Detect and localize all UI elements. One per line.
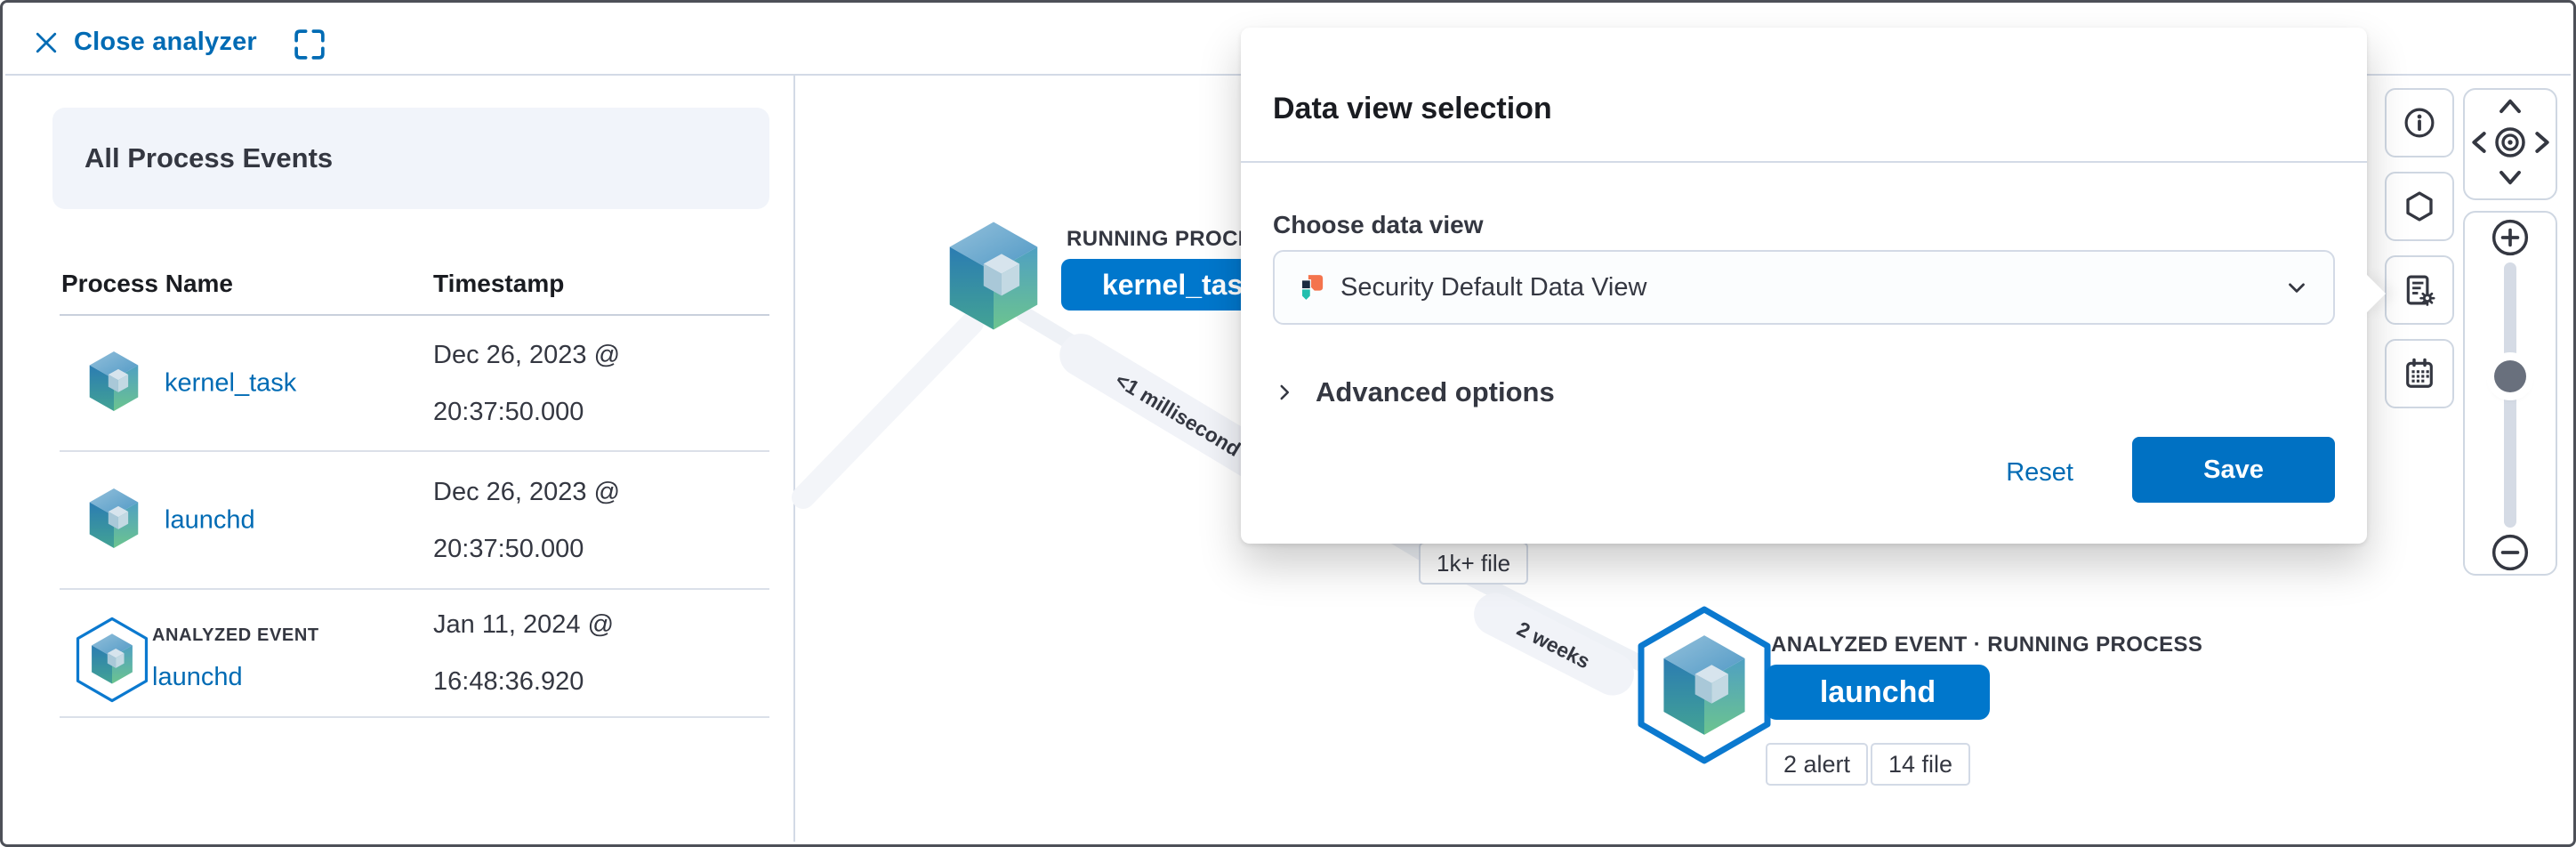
close-analyzer-button[interactable]: Close analyzer bbox=[35, 28, 257, 57]
data-view-selection-popover: Data view selection Choose data view Sec… bbox=[1241, 28, 2387, 544]
timestamp-cell: Jan 11, 2024 @ 16:48:36.920 bbox=[433, 590, 614, 716]
close-analyzer-label: Close analyzer bbox=[74, 28, 257, 56]
popover-title: Data view selection bbox=[1273, 92, 1552, 125]
data-view-selected-value: Security Default Data View bbox=[1340, 272, 1647, 302]
pan-left-button[interactable] bbox=[2467, 127, 2491, 162]
calendar-icon bbox=[2406, 358, 2433, 388]
pan-up-button[interactable] bbox=[2495, 93, 2525, 121]
file-count-badge[interactable]: 14 file bbox=[1871, 743, 1971, 786]
chevron-right-icon bbox=[2534, 131, 2549, 153]
recenter-button[interactable] bbox=[2492, 125, 2528, 165]
timestamp-line: 20:37:50.000 bbox=[433, 534, 584, 563]
advanced-options-toggle[interactable]: Advanced options bbox=[1273, 376, 1555, 408]
events-panel-title: All Process Events bbox=[85, 142, 334, 173]
pan-down-button[interactable] bbox=[2495, 167, 2525, 195]
process-cube-icon bbox=[86, 350, 141, 416]
select-chevron bbox=[2283, 274, 2310, 301]
column-header-process-name: Process Name bbox=[61, 270, 234, 297]
edge-label-capsule: 2 weeks bbox=[1474, 593, 1634, 696]
launchd-node-pill[interactable]: launchd bbox=[1766, 665, 1990, 720]
plus-circle-icon bbox=[2491, 219, 2529, 256]
choose-data-view-label: Choose data view bbox=[1273, 211, 1484, 238]
info-icon bbox=[2404, 108, 2435, 138]
data-view-settings-button[interactable] bbox=[2385, 255, 2454, 325]
analyzed-event-label: ANALYZED EVENT bbox=[152, 625, 319, 645]
edge-file-count-pill[interactable]: 1k+ file bbox=[1419, 542, 1529, 585]
minus-circle-icon bbox=[2491, 534, 2529, 571]
process-link[interactable]: launchd bbox=[152, 663, 243, 691]
timestamp-line: 16:48:36.920 bbox=[433, 667, 584, 696]
zoom-out-button[interactable] bbox=[2491, 533, 2530, 577]
save-button[interactable]: Save bbox=[2132, 437, 2335, 503]
table-row: launchd Dec 26, 2023 @ 20:37:50.000 bbox=[60, 452, 769, 590]
timestamp-line: Dec 26, 2023 @ bbox=[433, 477, 621, 506]
events-panel-title-box: All Process Events bbox=[52, 108, 769, 209]
timestamp-line: 20:37:50.000 bbox=[433, 397, 584, 426]
popover-title-divider bbox=[1241, 161, 2367, 163]
chevron-down-icon bbox=[2500, 171, 2521, 185]
launchd-node-icon[interactable] bbox=[1630, 602, 1778, 772]
hexagon-icon bbox=[2406, 191, 2433, 222]
fullscreen-icon bbox=[294, 29, 325, 60]
node-legend-button[interactable] bbox=[2385, 88, 2454, 157]
fullscreen-button[interactable] bbox=[291, 26, 328, 68]
chevron-right-icon bbox=[1280, 384, 1290, 400]
chevron-down-icon bbox=[2289, 283, 2305, 293]
chevron-left-icon bbox=[2471, 131, 2486, 153]
date-picker-button[interactable] bbox=[2385, 339, 2454, 408]
advanced-options-label: Advanced options bbox=[1316, 376, 1555, 407]
alert-count-badge[interactable]: 2 alert bbox=[1766, 743, 1869, 786]
camera-pan-controls bbox=[2463, 88, 2557, 200]
data-view-select[interactable]: Security Default Data View bbox=[1273, 250, 2335, 325]
process-cube-icon bbox=[86, 487, 141, 553]
analyzed-event-hexagon-icon bbox=[72, 615, 152, 709]
close-icon bbox=[36, 32, 57, 52]
schema-info-button[interactable] bbox=[2385, 172, 2454, 241]
zoom-slider-track[interactable] bbox=[2504, 262, 2516, 528]
timestamp-cell: Dec 26, 2023 @ 20:37:50.000 bbox=[433, 316, 620, 450]
zoom-controls bbox=[2463, 211, 2557, 576]
table-row: kernel_task Dec 26, 2023 @ 20:37:50.000 bbox=[60, 316, 769, 452]
table-row: ANALYZED EVENT launchd Jan 11, 2024 @ 16… bbox=[60, 590, 769, 718]
security-logo-icon bbox=[1300, 274, 1324, 302]
gear-glyph bbox=[2419, 290, 2435, 306]
column-header-timestamp: Timestamp bbox=[433, 270, 565, 297]
edge-duration-label: 2 weeks bbox=[1513, 617, 1593, 673]
popover-arrow bbox=[2342, 271, 2387, 316]
reset-button[interactable]: Reset bbox=[2006, 458, 2073, 487]
zoom-slider-thumb[interactable] bbox=[2494, 360, 2526, 392]
panel-divider bbox=[793, 76, 795, 842]
table-header-divider bbox=[60, 314, 769, 316]
data-view-gear-icon bbox=[2406, 275, 2435, 306]
target-icon bbox=[2495, 126, 2525, 157]
kernel-task-node-icon[interactable] bbox=[944, 220, 1043, 336]
edge-duration-label: <1 millisecond bbox=[1112, 368, 1245, 461]
chevron-up-icon bbox=[2500, 99, 2521, 113]
zoom-in-button[interactable] bbox=[2491, 218, 2530, 262]
timestamp-line: Dec 26, 2023 @ bbox=[433, 340, 621, 369]
process-link[interactable]: kernel_task bbox=[165, 368, 297, 397]
timestamp-line: Jan 11, 2024 @ bbox=[433, 610, 615, 639]
timestamp-cell: Dec 26, 2023 @ 20:37:50.000 bbox=[433, 452, 620, 588]
node-type-label: ANALYZED EVENT · RUNNING PROCESS bbox=[1771, 633, 2203, 657]
process-link[interactable]: launchd bbox=[165, 505, 255, 534]
pan-right-button[interactable] bbox=[2531, 127, 2554, 162]
